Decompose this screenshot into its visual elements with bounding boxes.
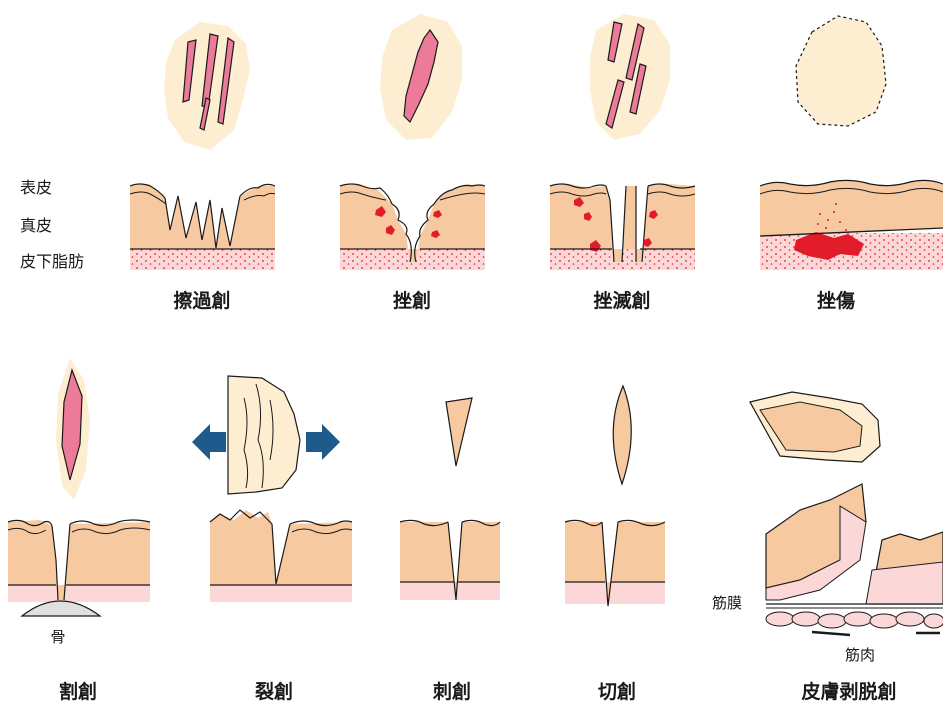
degloving-flap-illustration [750,392,880,462]
tear-surface-illustration [192,376,340,494]
incised-title: 切創 [598,680,636,703]
bruise-title: 挫傷 [817,289,855,312]
tear-title: 裂創 [255,680,293,703]
incised-surface-illustration [613,386,631,484]
incised-cross-section [565,520,665,606]
contusion-surface-illustration [380,14,462,140]
bone-label: 骨 [50,628,65,646]
contusion-cross-section [340,184,485,270]
stab-title: 刺創 [433,680,471,703]
stab-cross-section [400,520,500,600]
left-arrow-icon [192,424,226,460]
degloving-title: 皮膚剥脱創 [801,680,896,703]
dermis-label: 真皮 [20,216,52,235]
chop-surface-illustration [56,358,90,500]
epidermis-label: 表皮 [20,178,52,197]
laceration-crush-surface-illustration [590,14,670,140]
muscle-bundles [766,612,943,628]
chop-title: 割創 [59,680,97,703]
contusion-title: 挫創 [393,289,431,312]
degloving-cross-section [766,484,943,635]
bone-shape [22,601,100,616]
muscle-label: 筋肉 [845,646,875,664]
fascia-label: 筋膜 [712,594,742,612]
bruise-cross-section [760,180,943,270]
laceration-crush-title: 挫滅創 [593,289,650,312]
tear-cross-section [210,510,352,602]
chop-cross-section [8,520,150,616]
laceration-crush-cross-section [550,184,695,270]
bruise-surface-illustration [796,16,886,126]
abrasion-title: 擦過創 [173,289,230,312]
subcutis-label: 皮下脂肪 [20,252,84,271]
stab-surface-illustration [446,398,472,466]
abrasion-surface-illustration [164,22,250,150]
right-arrow-icon [306,424,340,460]
abrasion-cross-section [130,184,275,270]
